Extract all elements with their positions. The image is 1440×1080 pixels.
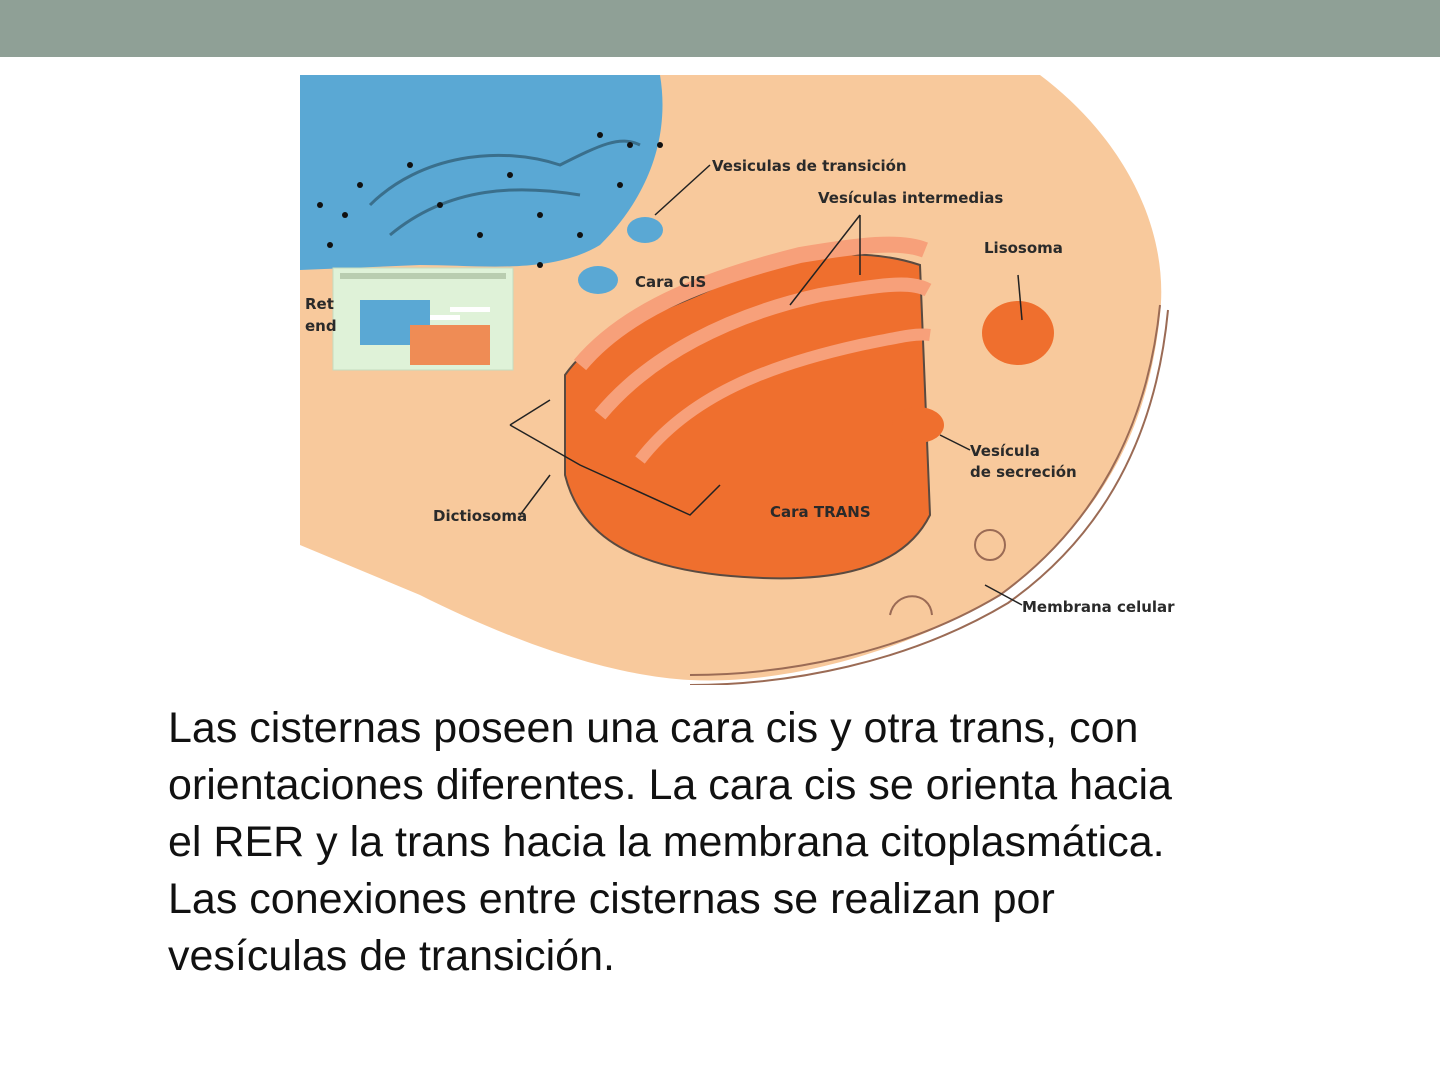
label-vesiculas-intermedias: Vesículas intermedias [818, 189, 1003, 207]
endoplasmic-reticulum [300, 75, 663, 270]
label-vesiculas-transicion: Vesiculas de transición [712, 157, 907, 175]
text-line: vesículas de transición. [168, 932, 615, 980]
label-membrana-celular: Membrana celular [1022, 598, 1175, 616]
cell-membrane [689, 304, 1161, 676]
label-reticulo-1: Ret [305, 295, 334, 313]
slide-header-bar [0, 0, 1440, 57]
lysosome [982, 301, 1054, 365]
label-cara-trans: Cara TRANS [770, 503, 871, 521]
slide-body-text: Las cisternas poseen una cara cis y otra… [168, 700, 1348, 985]
transition-vesicle [627, 217, 663, 243]
text-line: Las conexiones entre cisternas se realiz… [168, 875, 1055, 923]
golgi-diagram: Ret end Vesiculas de transición Vesícula… [300, 75, 1175, 685]
embedded-thumbnail[interactable] [332, 267, 514, 371]
label-vesicula-secrecion-2: de secreción [970, 463, 1077, 481]
secretion-vesicle [892, 407, 944, 443]
label-dictiosoma: Dictiosoma [433, 507, 527, 525]
label-lisosoma: Lisosoma [984, 239, 1063, 257]
label-vesicula-secrecion-1: Vesícula [970, 442, 1040, 460]
label-cara-cis: Cara CIS [635, 273, 706, 291]
label-reticulo-2: end [305, 317, 337, 335]
text-line: orientaciones diferentes. La cara cis se… [168, 761, 1172, 809]
text-line: Las cisternas poseen una cara cis y otra… [168, 704, 1139, 752]
text-line: el RER y la trans hacia la membrana cito… [168, 818, 1165, 866]
